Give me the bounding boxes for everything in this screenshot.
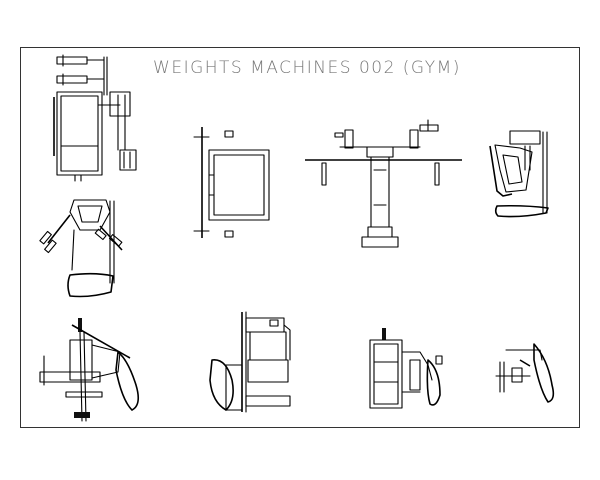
- machine-seated-press: [39, 318, 140, 422]
- drawing-border: [20, 47, 580, 428]
- machine-seated-side-2: [495, 343, 555, 403]
- machine-press-front: [305, 119, 462, 248]
- drawing-title: WEIGHTS MACHINES 002 (GYM): [153, 58, 461, 78]
- machine-front-elevation: [193, 127, 270, 238]
- machine-stack-with-seat: [209, 311, 291, 413]
- machine-seated-arms: [39, 199, 123, 298]
- machine-seated-side-1: [489, 130, 549, 218]
- machine-side-elevation-1: [53, 54, 137, 182]
- machine-side-elevation-2: [369, 328, 443, 409]
